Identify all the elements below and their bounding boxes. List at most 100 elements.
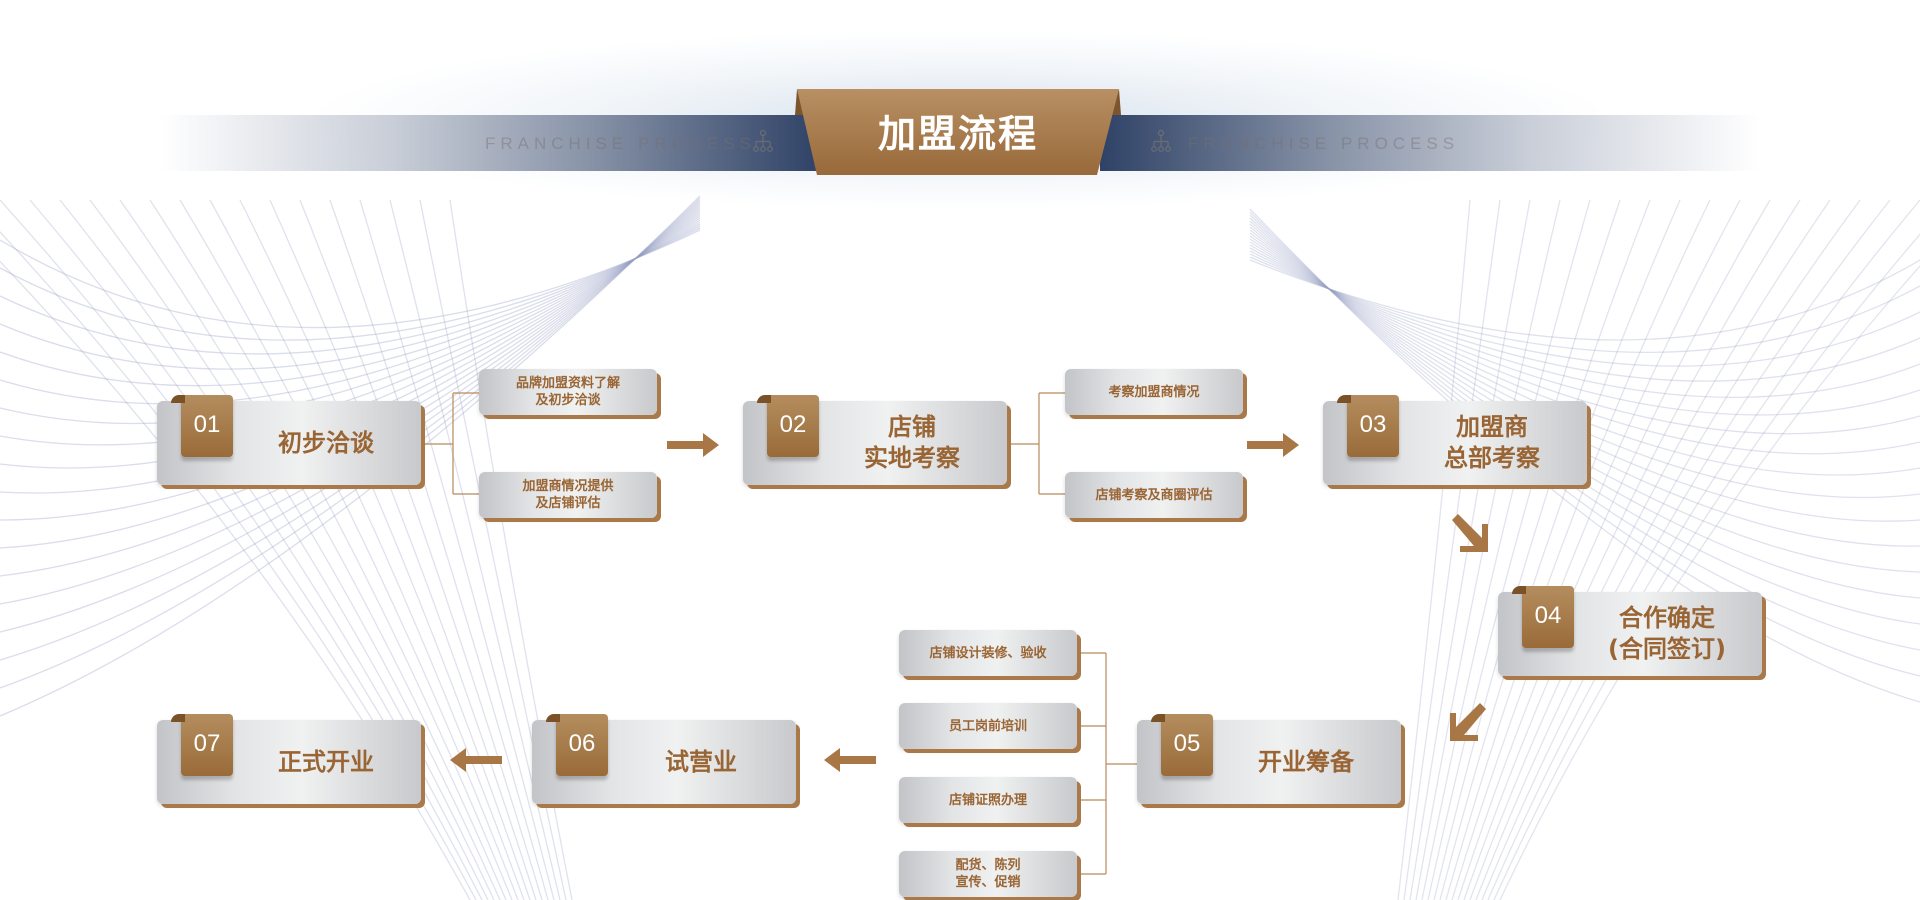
wave-line — [1469, 199, 1831, 900]
wave-line — [1475, 199, 1861, 900]
wave-line — [1397, 199, 1471, 900]
substep-box: 品牌加盟资料了解 及初步洽谈 — [479, 369, 657, 415]
wave-line — [1249, 211, 1920, 677]
step-number-tag: 03 — [1337, 395, 1399, 457]
org-chart-icon — [753, 129, 773, 152]
wave-line — [1457, 199, 1771, 900]
substep-box: 店铺证照办理 — [899, 777, 1077, 823]
substep-box: 店铺考察及商圈评估 — [1065, 472, 1243, 518]
arrow-left-icon — [450, 748, 502, 772]
step-box-01: 01 初步洽谈 — [157, 395, 421, 485]
wave-line — [0, 195, 701, 717]
wave-line — [1433, 199, 1651, 900]
header-band-right: FRANCHISE PROCESS — [1100, 115, 1760, 171]
wave-line — [1487, 199, 1920, 900]
wave-line — [0, 227, 701, 341]
wave-line — [1249, 256, 1920, 354]
wave-line — [1249, 217, 1920, 625]
wave-line — [1421, 199, 1591, 900]
wave-line — [1249, 250, 1920, 382]
step-label: 开业筹备 — [1258, 747, 1354, 776]
step-box-06: 06 试营业 — [532, 714, 796, 804]
wave-line — [1249, 208, 1920, 703]
wave-line — [59, 199, 495, 900]
wave-line — [1481, 199, 1891, 900]
wave-line — [0, 229, 701, 329]
step-box-05: 05 开业筹备 — [1137, 714, 1401, 804]
wave-line — [0, 217, 701, 425]
wave-line — [1249, 247, 1920, 398]
step-number: 05 — [1173, 730, 1201, 757]
connector-step5 — [1081, 652, 1137, 875]
wave-line — [0, 199, 483, 900]
org-chart-icon — [1151, 129, 1171, 152]
step-number-tag: 06 — [546, 714, 608, 776]
step-label: 店铺 实地考察 — [864, 413, 960, 472]
step-box-02: 02 店铺 实地考察 — [743, 395, 1007, 485]
substep-box: 配货、陈列 宣传、促销 — [899, 851, 1077, 897]
substep-box: 考察加盟商情况 — [1065, 369, 1243, 415]
step-label: 初步洽谈 — [278, 428, 374, 457]
step-number-tag: 04 — [1512, 586, 1574, 648]
wave-line — [0, 197, 701, 689]
wave-line — [1493, 233, 1920, 900]
wave-line — [1499, 264, 1920, 900]
step-label: 加盟商 总部考察 — [1444, 413, 1540, 472]
wave-line — [0, 201, 701, 633]
wave-line — [1249, 220, 1920, 599]
substep-label: 店铺考察及商圈评估 — [1095, 487, 1213, 503]
wave-line — [179, 199, 519, 900]
step-number: 06 — [568, 730, 596, 757]
substep-label: 品牌加盟资料了解 及初步洽谈 — [515, 376, 620, 408]
substep-label: 店铺设计装修、验收 — [929, 645, 1047, 661]
arrow-right-icon — [1247, 433, 1299, 457]
step-number: 07 — [193, 730, 221, 757]
wave-line — [0, 199, 701, 661]
step-label: 试营业 — [665, 747, 737, 776]
wave-line — [1427, 199, 1621, 900]
wave-line — [1249, 259, 1920, 341]
substep-label: 员工岗前培训 — [948, 718, 1027, 734]
step-number-tag: 01 — [171, 395, 233, 457]
wave-line — [1249, 244, 1920, 416]
wave-line — [1249, 238, 1920, 455]
title-ribbon — [795, 89, 1121, 175]
wave-line — [299, 199, 543, 900]
substep-box: 加盟商情况提供 及店铺评估 — [479, 472, 657, 518]
wave-line — [1463, 199, 1801, 900]
connector-step2 — [1010, 392, 1065, 495]
step-label: 合作确定 (合同签订) — [1608, 604, 1726, 663]
arrow-right-icon — [667, 433, 719, 457]
header-subtitle-left: FRANCHISE PROCESS — [485, 134, 757, 153]
wave-line — [1249, 226, 1920, 547]
wave-line — [1451, 199, 1741, 900]
wave-line — [0, 223, 701, 370]
wave-line — [0, 221, 701, 387]
wave-line — [1249, 235, 1920, 476]
substep-box: 员工岗前培训 — [899, 703, 1077, 749]
wave-line — [269, 199, 537, 900]
substep-label: 配货、陈列 宣传、促销 — [955, 858, 1021, 890]
wave-line — [119, 199, 507, 900]
step-number-tag: 07 — [171, 714, 233, 776]
wave-line — [89, 199, 501, 900]
wave-line — [1249, 241, 1920, 435]
wave-line — [1249, 253, 1920, 367]
wave-line — [1249, 223, 1920, 573]
substep-box: 店铺设计装修、验收 — [899, 630, 1077, 676]
step-number: 03 — [1359, 411, 1387, 438]
step-number-tag: 05 — [1151, 714, 1213, 776]
wave-line — [0, 219, 701, 405]
page-title: 加盟流程 — [877, 112, 1038, 156]
wave-line — [329, 199, 549, 900]
step-number: 02 — [779, 411, 807, 438]
step-box-03: 03 加盟商 总部考察 — [1323, 395, 1587, 485]
wave-line — [1249, 214, 1920, 651]
substep-label: 店铺证照办理 — [948, 792, 1027, 808]
wave-line — [29, 199, 489, 900]
arrow-down-right-icon — [1452, 514, 1488, 552]
substep-label: 加盟商情况提供 及店铺评估 — [522, 479, 614, 511]
header-band-left: FRANCHISE PROCESS — [160, 115, 820, 171]
